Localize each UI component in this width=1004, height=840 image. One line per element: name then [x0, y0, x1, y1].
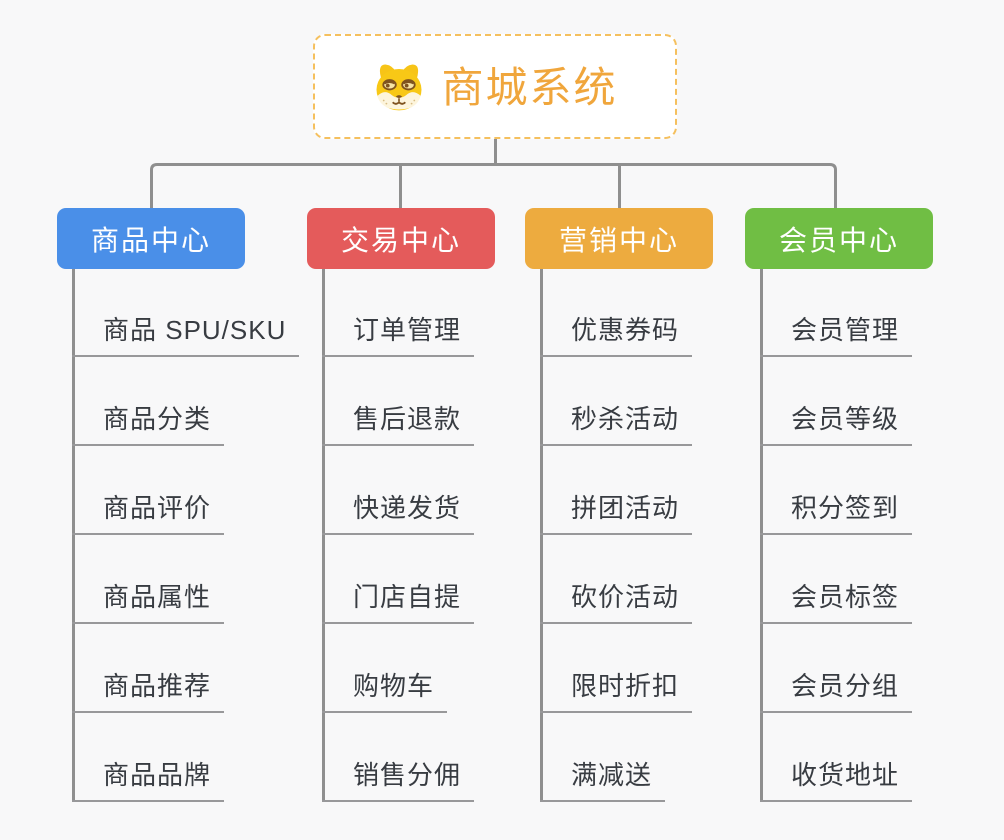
leaf-node[interactable]: 快递发货 [322, 491, 475, 535]
leaf-node[interactable]: 会员分组 [760, 669, 913, 713]
leaf-node[interactable]: 会员标签 [760, 580, 913, 624]
branch-spine-line [322, 269, 325, 802]
leaf-node[interactable]: 商品分类 [72, 402, 225, 446]
branch-spine-line [760, 269, 763, 802]
branch-node-member-center[interactable]: 会员中心 [745, 208, 933, 269]
leaf-node[interactable]: 商品推荐 [72, 669, 225, 713]
leaf-node[interactable]: 商品 SPU/SKU [72, 313, 300, 357]
branch-product-center: 商品中心 商品 SPU/SKU 商品分类 商品评价 商品属性 商品推荐 商品品牌 [57, 208, 300, 804]
bus-line [150, 163, 837, 209]
leaf-node[interactable]: 会员等级 [760, 402, 913, 446]
leaf-node[interactable]: 订单管理 [322, 313, 475, 357]
leaf-node[interactable]: 购物车 [322, 669, 448, 713]
leaf-node[interactable]: 商品属性 [72, 580, 225, 624]
shiba-dog-icon [372, 61, 426, 113]
leaf-node[interactable]: 限时折扣 [540, 669, 693, 713]
branch-member-center: 会员中心 会员管理 会员等级 积分签到 会员标签 会员分组 收货地址 [745, 208, 933, 804]
root-title: 商城系统 [441, 63, 618, 111]
leaf-node[interactable]: 门店自提 [322, 580, 475, 624]
leaf-node[interactable]: 售后退款 [322, 402, 475, 446]
branch-trade-center: 交易中心 订单管理 售后退款 快递发货 门店自提 购物车 销售分佣 [307, 208, 495, 804]
leaf-node[interactable]: 积分签到 [760, 491, 913, 535]
leaf-node[interactable]: 商品品牌 [72, 758, 225, 802]
leaf-node[interactable]: 会员管理 [760, 313, 913, 357]
leaf-node[interactable]: 秒杀活动 [540, 402, 693, 446]
leaf-node[interactable]: 砍价活动 [540, 580, 693, 624]
leaf-node[interactable]: 商品评价 [72, 491, 225, 535]
leaf-node[interactable]: 销售分佣 [322, 758, 475, 802]
branch-node-product-center[interactable]: 商品中心 [57, 208, 245, 269]
branch-node-trade-center[interactable]: 交易中心 [307, 208, 495, 269]
leaf-node[interactable]: 收货地址 [760, 758, 913, 802]
leaf-node[interactable]: 优惠券码 [540, 313, 693, 357]
leaf-node[interactable]: 拼团活动 [540, 491, 693, 535]
branch-node-marketing-center[interactable]: 营销中心 [525, 208, 713, 269]
root-node[interactable]: 商城系统 [313, 34, 677, 139]
leaf-node[interactable]: 满减送 [540, 758, 666, 802]
branch-marketing-center: 营销中心 优惠券码 秒杀活动 拼团活动 砍价活动 限时折扣 满减送 [525, 208, 713, 804]
branch-spine-line [540, 269, 543, 802]
branch-spine-line [72, 269, 75, 802]
